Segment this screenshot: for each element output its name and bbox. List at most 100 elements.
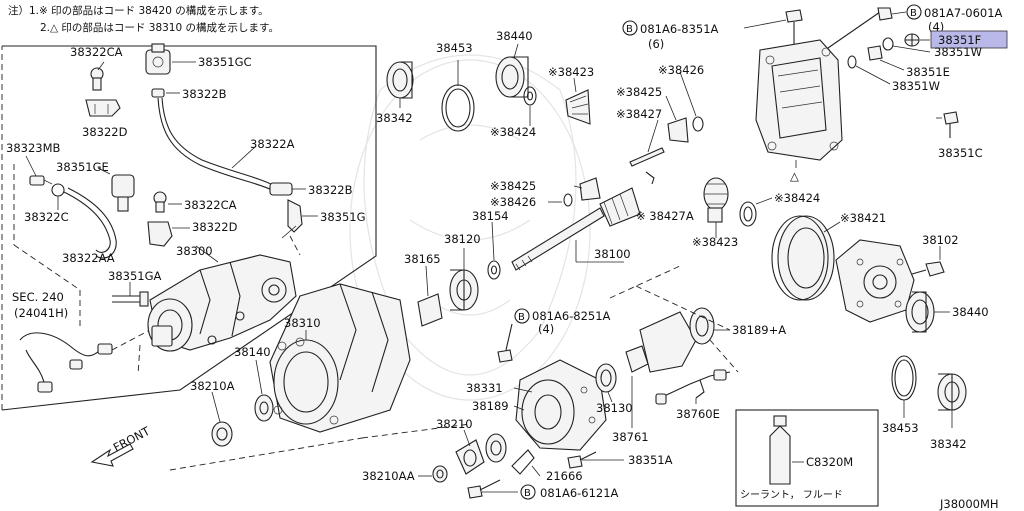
bracket-38322D-top-icon[interactable] <box>85 99 121 117</box>
label-38322B-top[interactable]: 38322B <box>182 87 227 101</box>
sensor-38323MB-icon[interactable] <box>29 175 53 186</box>
side-flange-38189A-icon[interactable] <box>639 307 715 373</box>
label-38100[interactable]: 38100 <box>594 247 631 261</box>
pinion-gear-38425-mid-icon[interactable] <box>579 177 601 201</box>
label-38427A[interactable]: ※ 38427A <box>636 209 694 223</box>
label-38322C[interactable]: 38322C <box>24 210 69 224</box>
clamp-38322C-icon[interactable] <box>51 183 65 197</box>
drain-plug-38351E-icon[interactable] <box>867 45 883 61</box>
label-38423-top[interactable]: ※38423 <box>548 65 594 79</box>
hose-38322A-icon[interactable] <box>157 97 273 191</box>
label-38165[interactable]: 38165 <box>404 252 441 266</box>
label-38440-top[interactable]: 38440 <box>496 29 533 43</box>
gear-carrier-38310-icon[interactable] <box>269 283 411 433</box>
rear-cover-icon[interactable] <box>755 39 843 161</box>
bolt-38102-icon[interactable] <box>911 261 945 277</box>
hose-38351GA-icon[interactable] <box>112 291 149 307</box>
sealant-tube-icon[interactable] <box>769 415 791 485</box>
clip-38322CA-top-icon[interactable] <box>90 67 104 91</box>
bearing-38120-icon[interactable] <box>449 269 479 311</box>
seal-38342-right-icon[interactable] <box>937 373 967 411</box>
bracket-21666-icon[interactable] <box>511 449 535 475</box>
label-38322B-mid[interactable]: 38322B <box>308 183 353 197</box>
spacer-38165-icon[interactable] <box>417 293 443 327</box>
label-38351W-a[interactable]: 38351W <box>934 45 982 59</box>
label-38210AA[interactable]: 38210AA <box>362 469 415 483</box>
differential-case-icon[interactable] <box>835 239 915 323</box>
label-38424-top[interactable]: ※38424 <box>490 125 536 139</box>
label-38351A[interactable]: 38351A <box>628 453 673 467</box>
label-38120[interactable]: 38120 <box>444 232 481 246</box>
label-38140[interactable]: 38140 <box>234 345 271 359</box>
label-38453-right[interactable]: 38453 <box>882 421 919 435</box>
clamp-38322B-top-icon[interactable] <box>151 88 165 98</box>
label-38425-top[interactable]: ※38425 <box>616 85 662 99</box>
bolt-081A7-0601A-icon[interactable] <box>827 7 893 49</box>
oil-seal-38130-icon[interactable] <box>595 363 617 393</box>
side-flange-38331-icon[interactable] <box>515 359 607 451</box>
label-38102[interactable]: 38102 <box>922 233 959 247</box>
breather-38351GE-icon[interactable] <box>111 174 135 212</box>
bolt-081A6-6121A-icon[interactable] <box>467 479 501 499</box>
label-38189A[interactable]: 38189+A <box>732 323 786 337</box>
seal-38342-left-icon[interactable] <box>386 61 414 99</box>
bolt-081A6-8351A-icon[interactable] <box>785 9 803 44</box>
label-38342-right[interactable]: 38342 <box>930 437 967 451</box>
label-38351F[interactable]: 38351F <box>938 33 981 47</box>
label-38342-left[interactable]: 38342 <box>376 111 413 125</box>
label-38351W-b[interactable]: 38351W <box>892 79 940 93</box>
clamp-38322B-mid-icon[interactable] <box>269 182 293 196</box>
mount-bracket-38210-icon[interactable] <box>455 433 507 475</box>
filler-plug-38351F-icon[interactable] <box>904 33 920 47</box>
label-081A6-8351A[interactable]: 081A6-8351A <box>640 22 719 36</box>
label-38421[interactable]: ※38421 <box>840 211 886 225</box>
label-38425-mid[interactable]: ※38425 <box>490 179 536 193</box>
label-38423-mid[interactable]: ※38423 <box>692 235 738 249</box>
nut-38210AA-icon[interactable] <box>432 465 448 483</box>
bracket-38322D-mid-icon[interactable] <box>147 221 173 247</box>
label-081A6-6121A[interactable]: 081A6-6121A <box>540 486 619 500</box>
washer-38154-icon[interactable] <box>487 260 501 280</box>
label-38323MB[interactable]: 38323MB <box>6 141 61 155</box>
label-38351G[interactable]: 38351G <box>320 210 366 224</box>
label-38424-mid[interactable]: ※38424 <box>774 191 820 205</box>
sensor-harness-38760E-icon[interactable] <box>655 369 731 405</box>
label-38351GA[interactable]: 38351GA <box>108 269 161 283</box>
label-38351GC[interactable]: 38351GC <box>198 55 252 69</box>
gasket-38351W-a-icon[interactable] <box>882 37 894 51</box>
oring-38453-left-icon[interactable] <box>441 84 475 132</box>
breather-38351GC-icon[interactable] <box>145 43 171 75</box>
bearing-38140-icon[interactable] <box>254 394 274 422</box>
label-38210A[interactable]: 38210A <box>190 379 235 393</box>
gasket-38351W-b-icon[interactable] <box>847 55 857 69</box>
label-38453-left[interactable]: 38453 <box>436 41 473 55</box>
differential-assembly-38300-icon[interactable] <box>147 254 297 352</box>
drive-pinion-38100-icon[interactable] <box>511 187 641 271</box>
hose-38322AA-icon[interactable] <box>63 191 111 253</box>
label-38351C[interactable]: 38351C <box>938 146 983 160</box>
oring-38453-right-icon[interactable] <box>891 355 917 401</box>
label-38210[interactable]: 38210 <box>436 417 473 431</box>
ring-gear-38421-icon[interactable] <box>771 215 835 301</box>
label-081A7-0601A[interactable]: 081A7-0601A <box>924 6 1003 20</box>
pinion-shaft-38427-icon[interactable] <box>629 147 665 167</box>
label-38154[interactable]: 38154 <box>472 209 509 223</box>
washer-38424-mid-icon[interactable] <box>739 201 757 227</box>
label-sec-240[interactable]: SEC. 240 <box>12 290 64 304</box>
thrust-washer-38426-top-icon[interactable] <box>692 116 704 132</box>
washer-38424-top-icon[interactable] <box>523 86 537 106</box>
label-38300[interactable]: 38300 <box>176 244 213 258</box>
lock-pin-38427A-icon[interactable] <box>645 171 655 185</box>
label-38331[interactable]: 38331 <box>466 381 503 395</box>
label-38427[interactable]: ※38427 <box>616 107 662 121</box>
label-38351E[interactable]: 38351E <box>906 65 950 79</box>
label-38440-right[interactable]: 38440 <box>952 305 989 319</box>
label-C8320M[interactable]: C8320M <box>806 455 853 469</box>
label-081A6-8251A[interactable]: 081A6-8251A <box>532 309 611 323</box>
label-38310[interactable]: 38310 <box>284 316 321 330</box>
label-21666[interactable]: 21666 <box>546 469 583 483</box>
label-38189[interactable]: 38189 <box>472 399 509 413</box>
label-38322D-top[interactable]: 38322D <box>82 125 128 139</box>
label-38322A[interactable]: 38322A <box>250 137 295 151</box>
label-38322CA-mid[interactable]: 38322CA <box>184 198 237 212</box>
